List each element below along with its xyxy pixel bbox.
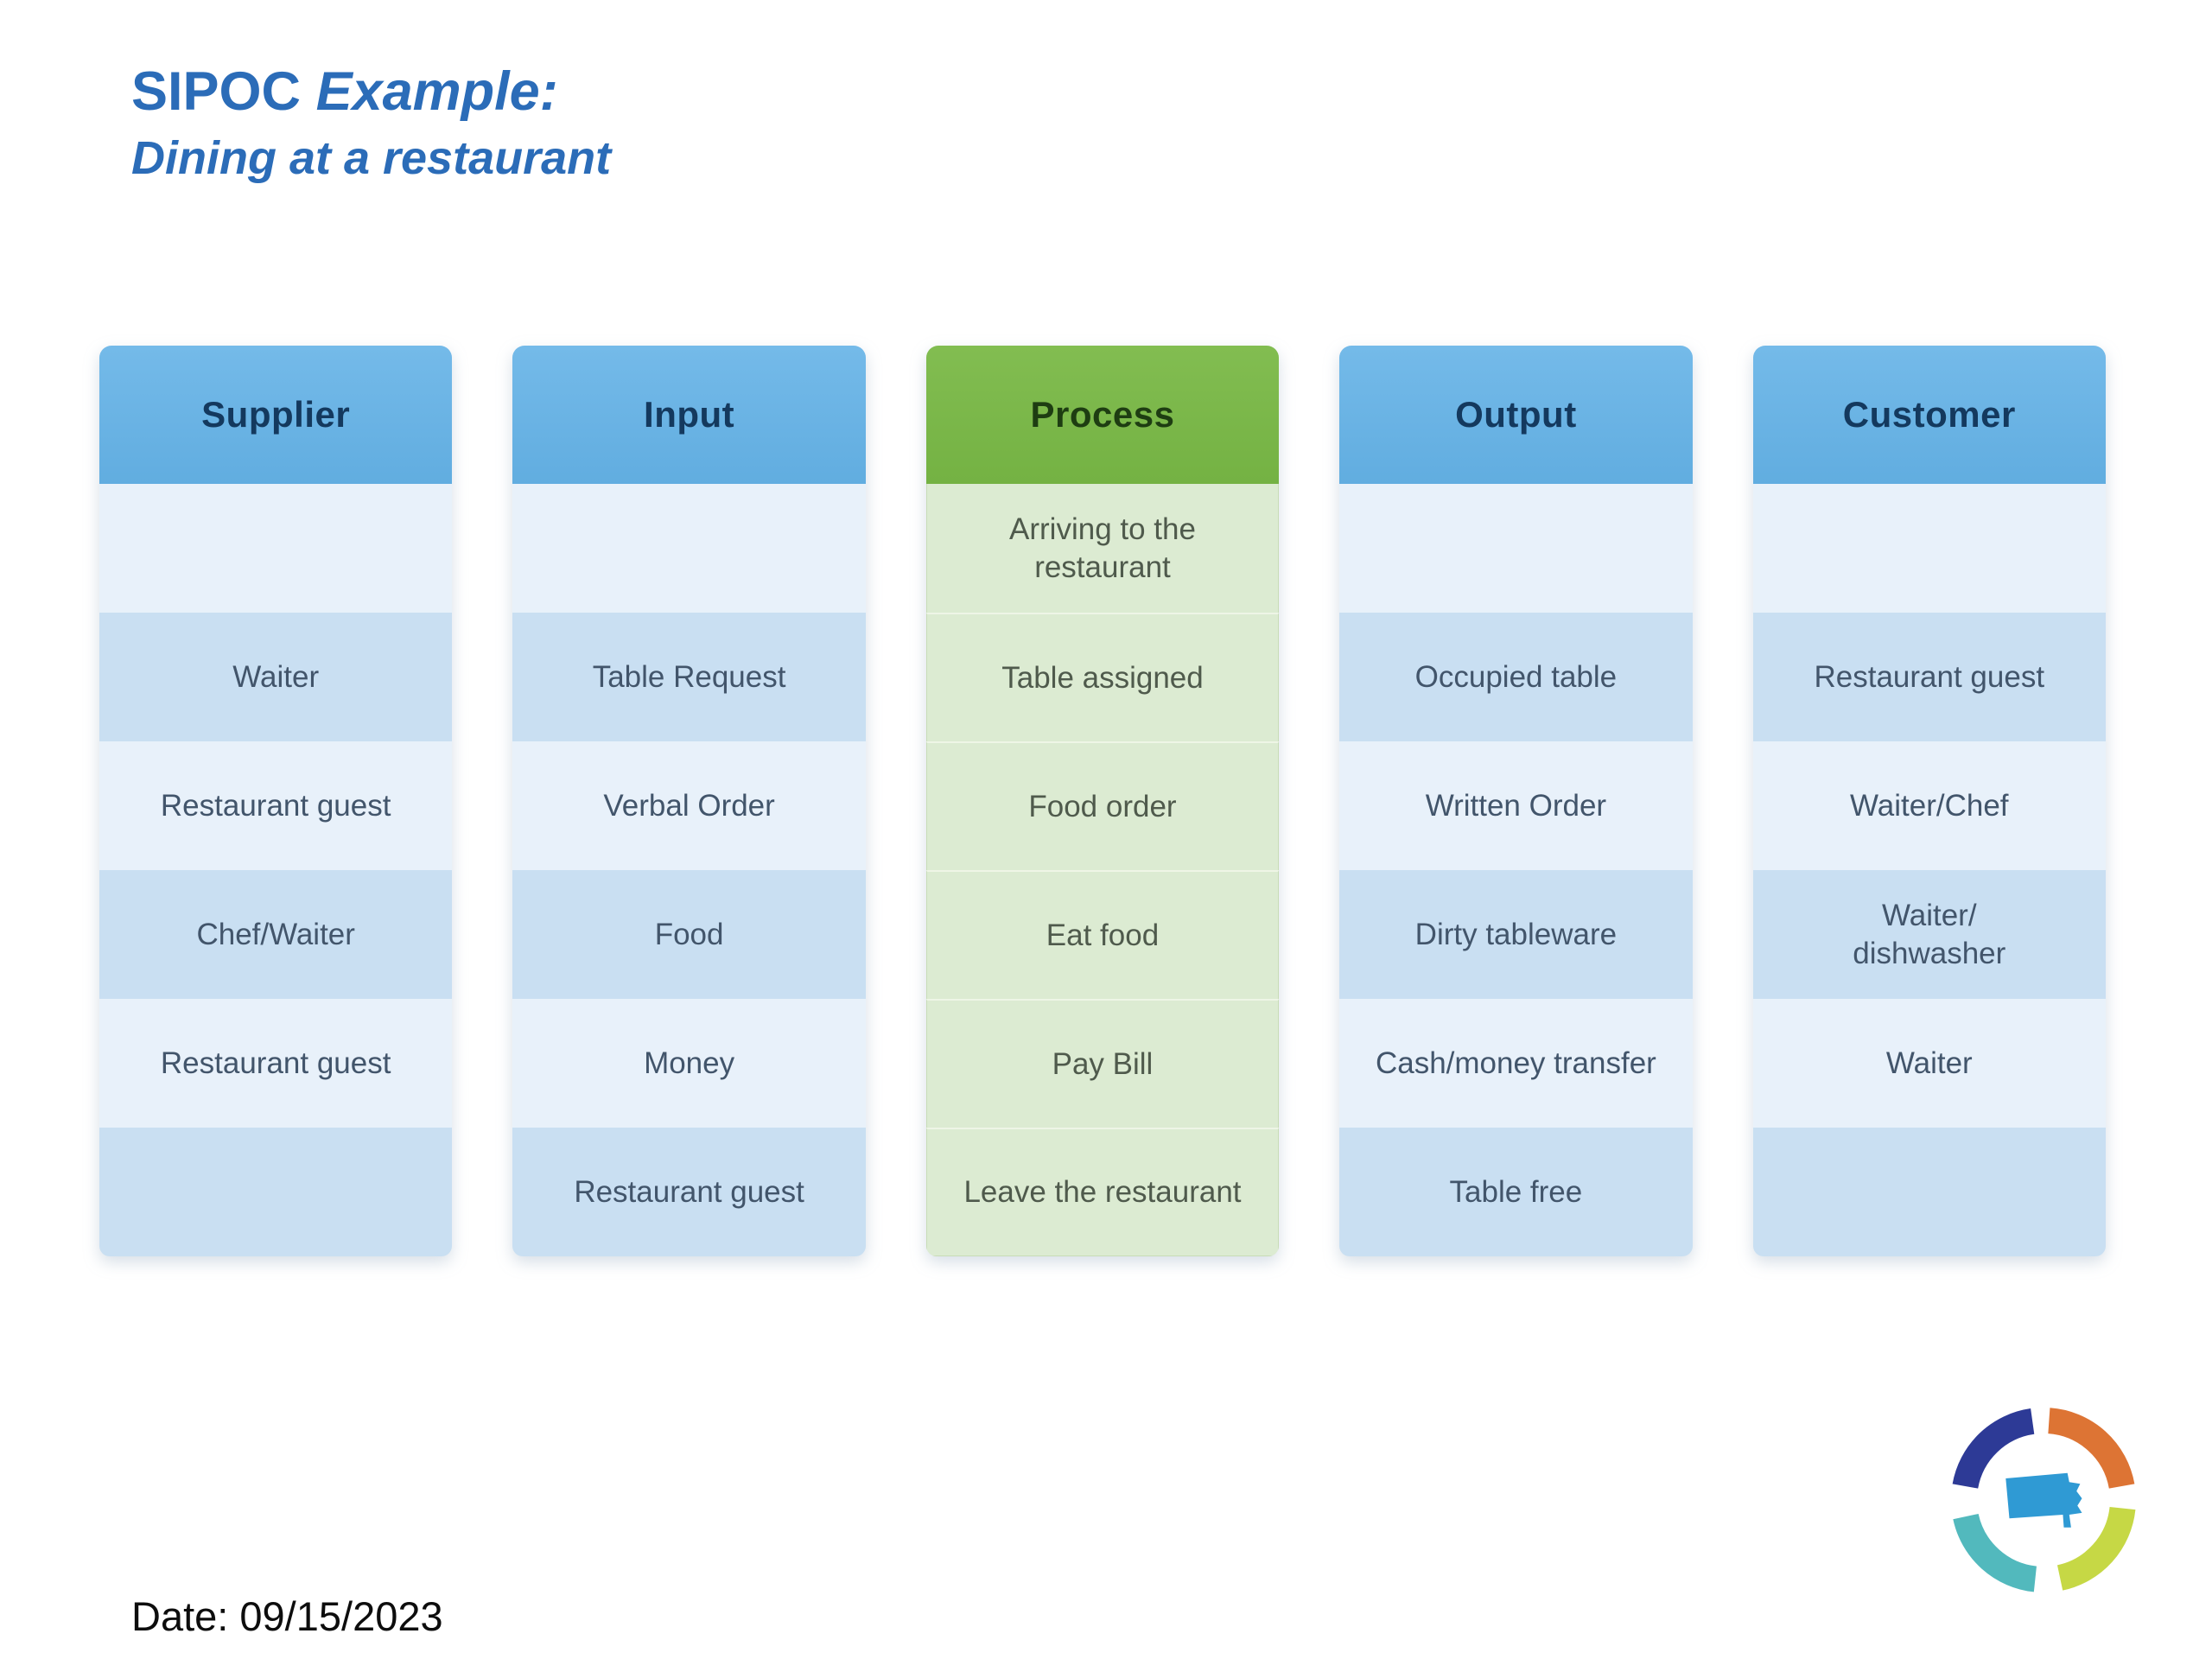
cell-customer-4: Waiter/ dishwasher bbox=[1752, 870, 2106, 999]
cell-input-6: Restaurant guest bbox=[512, 1128, 866, 1256]
column-header-output: Output bbox=[1339, 346, 1693, 484]
cell-process-2: Table assigned bbox=[925, 613, 1280, 741]
title-qualifier: Example: bbox=[315, 61, 558, 122]
cell-process-6: Leave the restaurant bbox=[925, 1128, 1280, 1256]
cell-input-5: Money bbox=[512, 999, 866, 1128]
logo-arc-teal bbox=[1953, 1513, 2037, 1592]
cell-input-3: Verbal Order bbox=[512, 741, 866, 870]
cell-supplier-2: Waiter bbox=[99, 613, 453, 741]
cell-input-1 bbox=[512, 484, 866, 613]
column-header-supplier: Supplier bbox=[99, 346, 453, 484]
cell-supplier-6 bbox=[99, 1128, 453, 1256]
cell-customer-3: Waiter/Chef bbox=[1752, 741, 2106, 870]
logo-arc-orange bbox=[2047, 1408, 2135, 1490]
column-header-input: Input bbox=[512, 346, 866, 484]
cell-process-5: Pay Bill bbox=[925, 999, 1280, 1128]
cell-supplier-1 bbox=[99, 484, 453, 613]
title-product: SIPOC bbox=[131, 61, 302, 122]
cell-process-3: Food order bbox=[925, 741, 1280, 870]
cell-supplier-4: Chef/Waiter bbox=[99, 870, 453, 999]
date-label: Date: 09/15/2023 bbox=[131, 1593, 443, 1639]
cell-customer-2: Restaurant guest bbox=[1752, 613, 2106, 741]
cell-output-5: Cash/money transfer bbox=[1339, 999, 1693, 1128]
cell-output-2: Occupied table bbox=[1339, 613, 1693, 741]
cell-output-3: Written Order bbox=[1339, 741, 1693, 870]
cell-input-2: Table Request bbox=[512, 613, 866, 741]
cell-output-4: Dirty tableware bbox=[1339, 870, 1693, 999]
cell-customer-5: Waiter bbox=[1752, 999, 2106, 1128]
cell-process-1: Arriving to the restaurant bbox=[925, 484, 1280, 613]
logo-ring bbox=[1952, 1408, 2136, 1592]
column-header-process: Process bbox=[925, 346, 1280, 484]
logo-arc-lime bbox=[2056, 1506, 2136, 1591]
cell-supplier-3: Restaurant guest bbox=[99, 741, 453, 870]
page-title-block: SIPOC Example: Dining at a restaurant bbox=[131, 60, 611, 186]
org-logo bbox=[1952, 1408, 2136, 1592]
cell-customer-1 bbox=[1752, 484, 2106, 613]
logo-arc-navy bbox=[1952, 1408, 2035, 1490]
column-header-customer: Customer bbox=[1752, 346, 2106, 484]
cell-customer-6 bbox=[1752, 1128, 2106, 1256]
cell-output-1 bbox=[1339, 484, 1693, 613]
cell-input-4: Food bbox=[512, 870, 866, 999]
page-title: SIPOC Example: bbox=[131, 60, 611, 123]
cell-process-4: Eat food bbox=[925, 870, 1280, 999]
page-subtitle: Dining at a restaurant bbox=[131, 132, 612, 185]
cell-supplier-5: Restaurant guest bbox=[99, 999, 453, 1128]
missouri-state-icon bbox=[2005, 1472, 2082, 1528]
cell-output-6: Table free bbox=[1339, 1128, 1693, 1256]
